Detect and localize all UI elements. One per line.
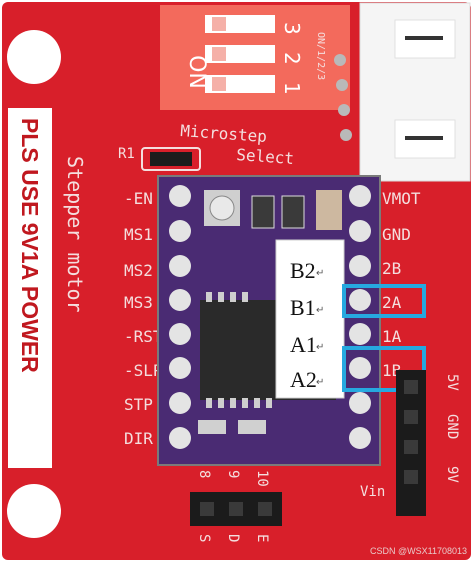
driver-module — [157, 175, 381, 466]
watermark: CSDN @WSX11708013 — [369, 546, 467, 556]
power-header — [396, 370, 426, 516]
pin-label-ms3: MS3 — [124, 293, 153, 312]
pin-label-2a: 2A — [382, 293, 402, 312]
power-pin-gnd: GND — [444, 414, 460, 439]
pin-label-vmot: VMOT — [382, 189, 421, 208]
bottom-pin-d: D — [225, 534, 241, 542]
dip-number-3: 3 — [280, 22, 304, 35]
power-pin-5v: 5V — [444, 374, 460, 391]
pin-label-dir: DIR — [124, 429, 153, 448]
stepper-motor-label: Stepper motor — [63, 156, 87, 313]
r1-resistor — [141, 147, 201, 171]
callout-box: B2 B1 A1 A2 ↵ ↵ ↵ ↵ — [275, 239, 345, 399]
dip-on-label: ON — [184, 55, 209, 89]
dip-switch: ON 3 2 1 — [160, 5, 350, 110]
return-mark-4: ↵ — [316, 377, 324, 388]
pin-label-1a: 1A — [382, 327, 402, 346]
left-pin-labels: -EN MS1 MS2 MS3 -RST -SLP STP DIR — [124, 189, 163, 448]
dip-number-2: 2 — [280, 52, 304, 65]
power-warning-box: PLS USE 9V1A POWER — [8, 108, 52, 468]
mount-hole-top-left — [7, 30, 61, 84]
callout-label-a1: A1 — [290, 332, 317, 357]
return-mark-3: ↵ — [316, 342, 324, 353]
pin-label-stp: STP — [124, 395, 153, 414]
motor-connector — [359, 2, 471, 182]
select-label: Select — [236, 145, 295, 168]
callout-label-b1: B1 — [290, 295, 316, 320]
return-mark-1: ↵ — [316, 268, 324, 279]
mount-hole-bottom-left — [7, 484, 61, 538]
right-pin-labels: VMOT GND 2B 2A 1A 1B — [382, 189, 421, 380]
switch-header-pins — [334, 54, 352, 141]
dip-number-1: 1 — [280, 82, 304, 95]
pin-label-gnd: GND — [382, 225, 411, 244]
r1-label: R1 — [118, 146, 135, 162]
dip-side-text: ON/1/2/3 — [315, 32, 326, 80]
bottom-number-8: 8 — [196, 470, 212, 478]
pin-label-2b: 2B — [382, 259, 401, 278]
pin-label-rst: -RST — [124, 327, 163, 346]
callout-label-b2: B2 — [290, 258, 316, 283]
pin-label-en: -EN — [124, 189, 153, 208]
return-mark-2: ↵ — [316, 305, 324, 316]
vin-label: Vin — [360, 484, 385, 500]
power-warning-text: PLS USE 9V1A POWER — [17, 118, 43, 373]
bottom-pin-s: S — [196, 534, 212, 542]
pin-label-ms1: MS1 — [124, 225, 153, 244]
power-pin-9v: 9V — [444, 466, 460, 483]
highlight-box-1b — [342, 346, 426, 392]
callout-label-a2: A2 — [290, 367, 317, 392]
pin-label-slp: -SLP — [124, 361, 163, 380]
bottom-number-10: 10 — [254, 470, 270, 487]
pin-label-ms2: MS2 — [124, 261, 153, 280]
bottom-header — [190, 492, 282, 526]
bottom-number-9: 9 — [225, 470, 241, 478]
highlight-box-2a — [342, 284, 426, 318]
bottom-pin-e: E — [254, 534, 270, 542]
